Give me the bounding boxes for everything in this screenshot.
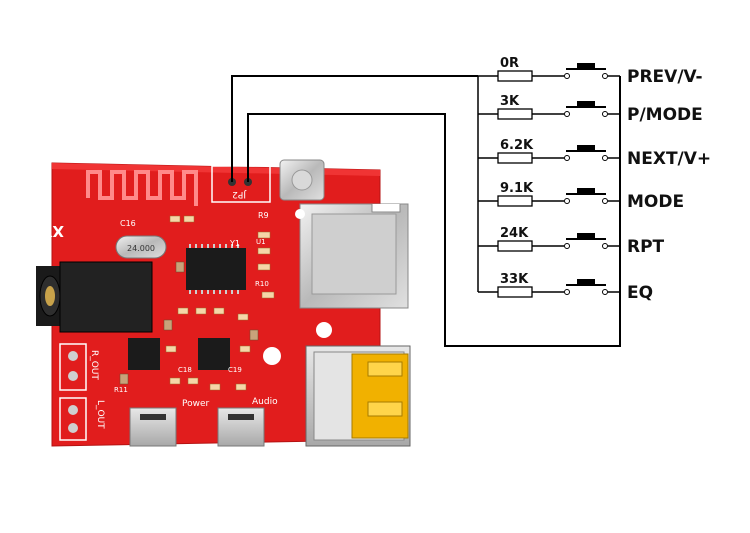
switch-terminal: [564, 243, 570, 249]
switch-terminal: [564, 73, 570, 79]
board-name-label: XY-BT: [15, 222, 64, 240]
c18-label: C18: [178, 366, 192, 374]
resistor-value-label: 9.1K: [500, 181, 534, 196]
resistor-value-label: 6.2K: [500, 138, 534, 153]
mounting-hole: [263, 347, 281, 365]
silkscreen-labels: C16 R9 Y1 U1 R10 R11 C18 C19 Power Audio: [114, 211, 278, 409]
mounting-hole: [295, 209, 305, 219]
button-row-2: 3K P/MODE: [478, 94, 703, 125]
resistor: [497, 152, 533, 164]
wire-jp2-pin1: [231, 75, 478, 182]
switch-terminal: [564, 198, 570, 204]
button-function-label: P/MODE: [627, 105, 703, 125]
switch-terminal: [602, 155, 608, 161]
resistor: [497, 108, 533, 120]
l-out-terminal: L_OUT: [59, 397, 105, 441]
crystal-oscillator: 24.000: [115, 235, 167, 259]
switch-terminal: [564, 289, 570, 295]
jp2-label: JP2: [232, 189, 247, 199]
resistor-value-label: 24K: [500, 226, 529, 241]
pcb-board: XY-BT JP2 24.000: [15, 159, 411, 447]
audio-jack: [36, 261, 153, 333]
c19-label: C19: [228, 366, 242, 374]
button-row-1: 0R PREV/V-: [478, 56, 703, 87]
switch-button: [577, 188, 595, 194]
audio-label: Audio: [252, 397, 278, 407]
switch-terminal: [602, 198, 608, 204]
main-bt-chip: [186, 244, 246, 294]
switch-terminal: [602, 243, 608, 249]
switch-button: [577, 145, 595, 151]
resistor: [497, 286, 533, 298]
button-function-label: NEXT/V+: [627, 149, 711, 169]
resistor-value-label: 0R: [500, 56, 519, 71]
mounting-hole: [316, 322, 332, 338]
capacitors: [119, 261, 259, 385]
switch-button: [577, 63, 595, 69]
c16-label: C16: [120, 219, 136, 228]
switch-button: [577, 101, 595, 107]
resistor-value-label: 33K: [500, 272, 529, 287]
switch-terminal: [602, 73, 608, 79]
switch-terminal: [564, 155, 570, 161]
switch-button: [577, 279, 595, 285]
amp-chip-right: [198, 338, 230, 370]
usb-a-port: [305, 345, 411, 447]
r10-label: R10: [255, 280, 269, 288]
switch-terminal: [602, 289, 608, 295]
switch-terminal: [602, 111, 608, 117]
button-ladder: 0R PREV/V- 3K P/MODE 6.2K NEXT/V+ 9.1K MODE 24K R…: [477, 56, 711, 346]
resistor-value-label: 3K: [500, 94, 520, 109]
u1-label: U1: [256, 238, 266, 246]
r-out-terminal: R_OUT: [59, 343, 99, 391]
r9-label: R9: [258, 211, 269, 220]
y1-label: Y1: [229, 239, 240, 248]
button-function-label: MODE: [627, 192, 684, 212]
button-function-label: EQ: [627, 283, 653, 303]
audio-micro-usb: [217, 407, 265, 447]
sd-card-slot: [299, 203, 409, 309]
button-row-4: 9.1K MODE: [478, 181, 684, 212]
power-label: Power: [182, 399, 210, 409]
resistor: [497, 70, 533, 82]
amp-chip-left: [128, 338, 160, 370]
resistor: [497, 195, 533, 207]
power-micro-usb: [129, 407, 177, 447]
resistor: [497, 240, 533, 252]
l-out-label: L_OUT: [95, 400, 105, 429]
r11-label: R11: [114, 386, 128, 394]
switch-button: [577, 233, 595, 239]
button-row-5: 24K RPT: [478, 226, 665, 257]
button-row-3: 6.2K NEXT/V+: [478, 138, 711, 169]
switch-terminal: [564, 111, 570, 117]
antenna-trace: [86, 170, 198, 206]
ir-receiver: [279, 159, 325, 201]
button-row-6: 33K EQ: [478, 272, 653, 303]
crystal-label: 24.000: [127, 244, 155, 253]
button-function-label: PREV/V-: [627, 67, 703, 87]
r-out-label: R_OUT: [89, 350, 99, 380]
button-function-label: RPT: [627, 237, 665, 257]
